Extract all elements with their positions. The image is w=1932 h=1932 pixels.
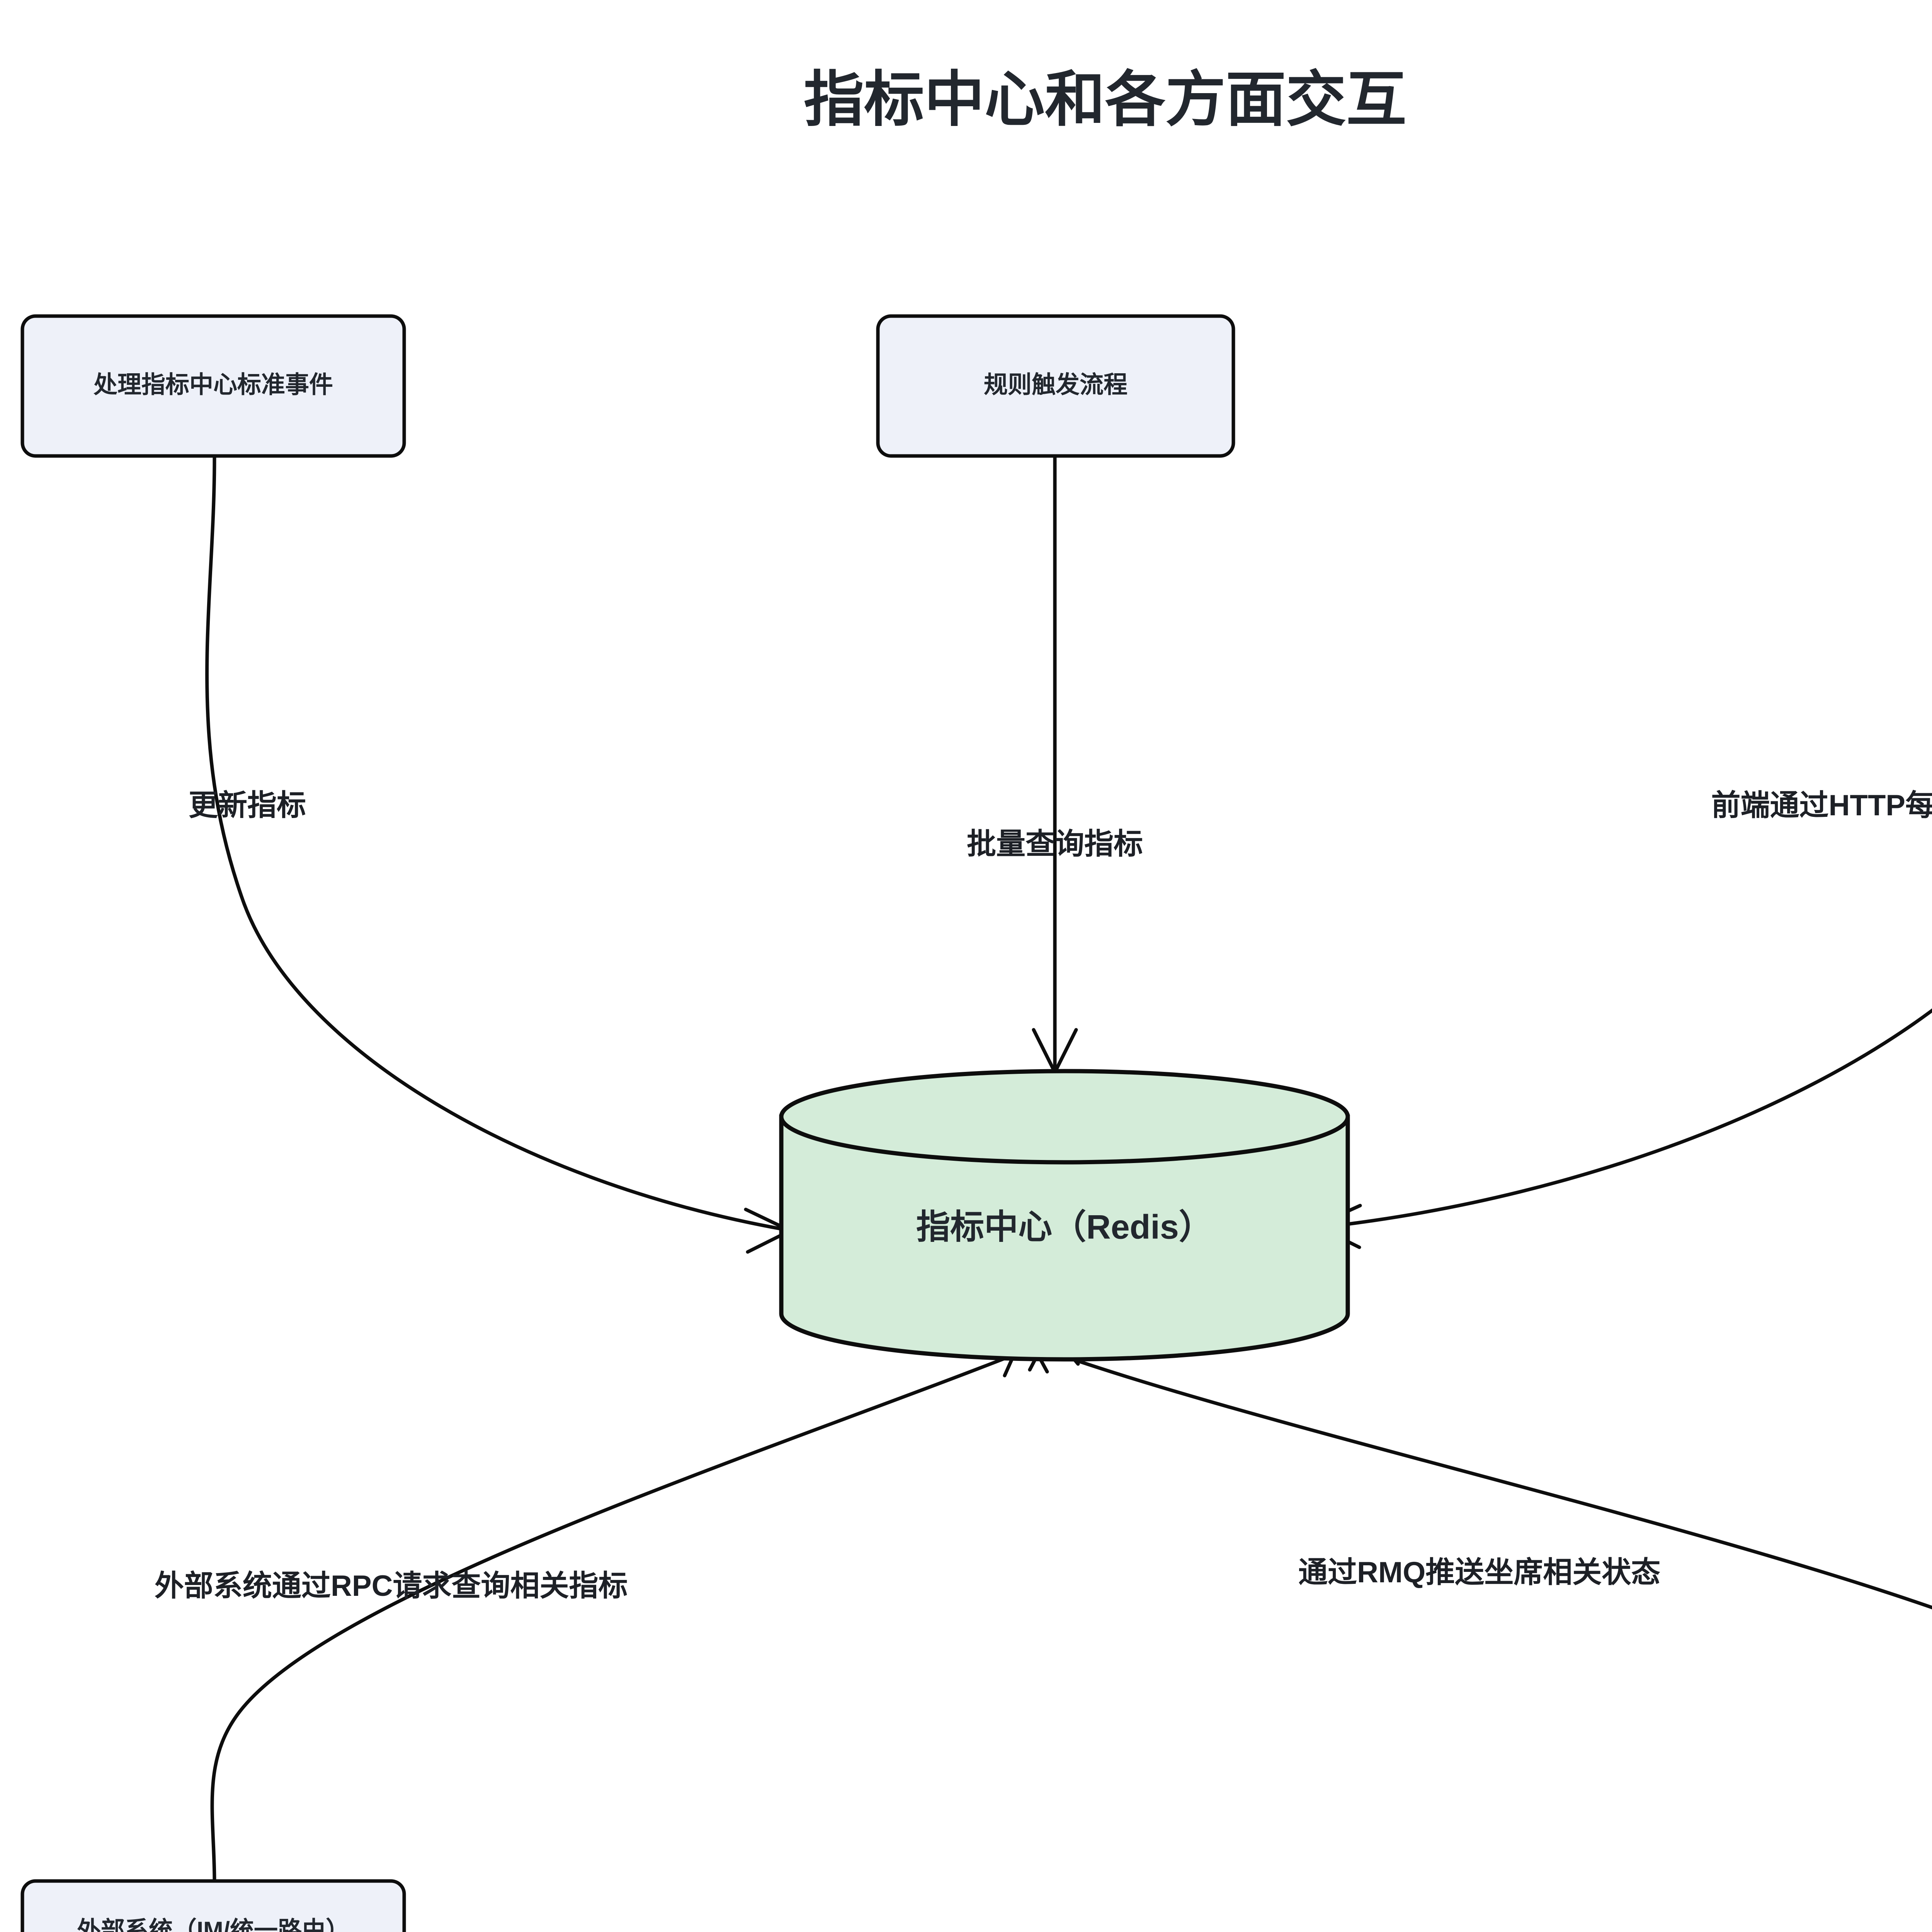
edge-rpc-query-metrics: 外部系统通过RPC请求查询相关指标 [155,1328,1049,1884]
edge-update-metrics-line [205,456,782,1231]
edge-batch-query-metrics: 批量查询指标 [967,456,1143,1074]
node-external-system-box[interactable] [20,1879,406,1932]
node-rule-trigger-flow-box[interactable] [876,314,1235,458]
node-rule-trigger-flow-label: 规则触发流程 [984,371,1128,398]
edge-label-rpc-query-metrics: 外部系统通过RPC请求查询相关指标 [155,1570,628,1602]
metrics-center-cylinder-top[interactable] [779,1069,1350,1165]
edge-rmq-push-agent-status-line [1051,1350,1932,1609]
edge-update-metrics: 更新指标 [189,456,792,1254]
edge-label-batch-query-metrics: 批量查询指标 [967,828,1143,861]
node-metrics-center-datastore[interactable]: 指标中心（Redis） [779,1069,1350,1362]
node-process-standard-event-label: 处理指标中心标准事件 [94,371,333,398]
node-process-standard-event[interactable]: 处理指标中心标准事件 [20,314,406,458]
node-external-system[interactable]: 外部系统（IM/统一路由） [20,1879,406,1932]
edge-label-http-poll-5s: 前端通过HTTP每5s查询一次指标实时数据 [1711,789,1932,822]
edge-label-update-metrics: 更新指标 [189,789,306,822]
edge-rmq-push-agent-status: 通过RMQ推送坐席相关状态 [1028,1328,1932,1609]
node-external-system-label: 外部系统（IM/统一路由） [77,1917,350,1932]
page-title: 指标中心和各方面交互 [804,66,1406,133]
node-metrics-center-label: 指标中心（Redis） [916,1208,1213,1246]
node-rule-trigger-flow[interactable]: 规则触发流程 [876,314,1235,458]
node-process-standard-event-box[interactable] [20,314,406,458]
metrics-center-cylinder-body[interactable] [779,1114,1350,1362]
edge-http-poll-5s: 前端通过HTTP每5s查询一次指标实时数据 [1314,789,1932,1249]
edge-http-poll-5s-line [1323,1008,1932,1229]
edge-label-rmq-push-agent-status: 通过RMQ推送坐席相关状态 [1298,1556,1660,1589]
edge-rpc-query-metrics-line [210,1350,1022,1884]
